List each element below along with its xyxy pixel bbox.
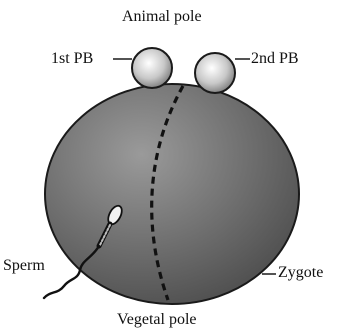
zygote-cell [45,84,299,304]
sperm-label: Sperm [3,257,45,275]
second-polar-body [195,53,235,93]
vegetal-pole-label: Vegetal pole [117,311,197,329]
zygote-label: Zygote [278,264,323,282]
first-polar-body [132,48,172,88]
first-polar-body-label: 1st PB [51,50,93,68]
animal-pole-label: Animal pole [122,8,202,26]
second-polar-body-label: 2nd PB [251,50,299,68]
